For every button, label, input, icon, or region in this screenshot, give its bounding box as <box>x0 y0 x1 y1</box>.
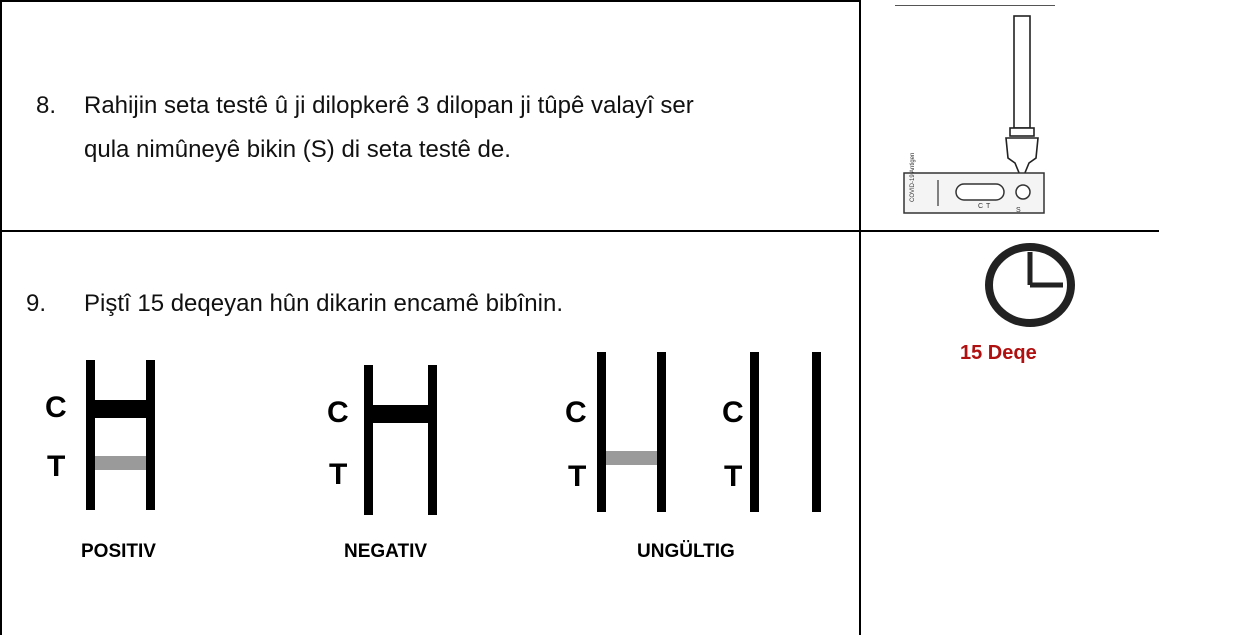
test-band <box>606 451 657 465</box>
test-cassette-icon: COVID-19 Antigen C T S <box>903 153 1045 214</box>
cassette-line-c: C <box>978 203 983 210</box>
table-row-divider <box>0 230 861 232</box>
strip-right-edge <box>812 352 821 512</box>
strip-left-edge <box>597 352 606 512</box>
step-9: 9. Piştî 15 deqeyan hûn dikarin encamê b… <box>26 282 826 326</box>
control-band <box>95 400 146 418</box>
test-line-letter: T <box>47 450 66 483</box>
table-border-left <box>0 0 2 635</box>
control-line-letter: C <box>722 396 744 429</box>
strip-right-edge <box>146 360 155 510</box>
table-right-divider-top <box>859 230 1159 232</box>
table-border-top <box>0 0 861 2</box>
step-number: 8. <box>36 92 57 119</box>
strip-left-edge <box>364 365 373 515</box>
result-label: POSITIV <box>81 541 156 562</box>
test-band <box>95 456 146 470</box>
control-line-letter: C <box>45 391 67 424</box>
result-label: NEGATIV <box>344 541 428 562</box>
strip-right-edge <box>428 365 437 515</box>
test-line-letter: T <box>329 458 348 491</box>
dropper-icon <box>1005 15 1039 183</box>
strip-left-edge <box>750 352 759 512</box>
dropper-cassette-illustration: COVID-19 Antigen C T S <box>903 15 1045 214</box>
image-cell-border <box>895 5 1055 6</box>
cassette-line-t: T <box>986 203 991 210</box>
step-8: 8. Rahijin seta testê û ji dilopkerê 3 d… <box>36 84 836 174</box>
cassette-well-letter: S <box>1016 207 1021 214</box>
strip-right-edge <box>657 352 666 512</box>
test-line-letter: T <box>724 460 743 493</box>
step-text-line-1: Rahijin seta testê û ji dilopkerê 3 dilo… <box>84 92 694 119</box>
table-column-divider <box>859 0 861 635</box>
step-text-line-1: Piştî 15 deqeyan hûn dikarin encamê bibî… <box>84 290 563 317</box>
strip-left-edge <box>86 360 95 510</box>
test-line-letter: T <box>568 460 587 493</box>
timer-label: 15 Deqe <box>960 342 1037 364</box>
control-line-letter: C <box>565 396 587 429</box>
step-number: 9. <box>26 290 47 317</box>
cassette-side-text: COVID-19 Antigen <box>910 153 916 202</box>
control-band <box>373 405 428 423</box>
clock-icon <box>985 243 1075 327</box>
result-label: UNGÜLTIG <box>637 541 735 562</box>
control-line-letter: C <box>327 396 349 429</box>
step-text-line-2: qula nimûneyê bikin (S) di seta testê de… <box>84 136 511 163</box>
